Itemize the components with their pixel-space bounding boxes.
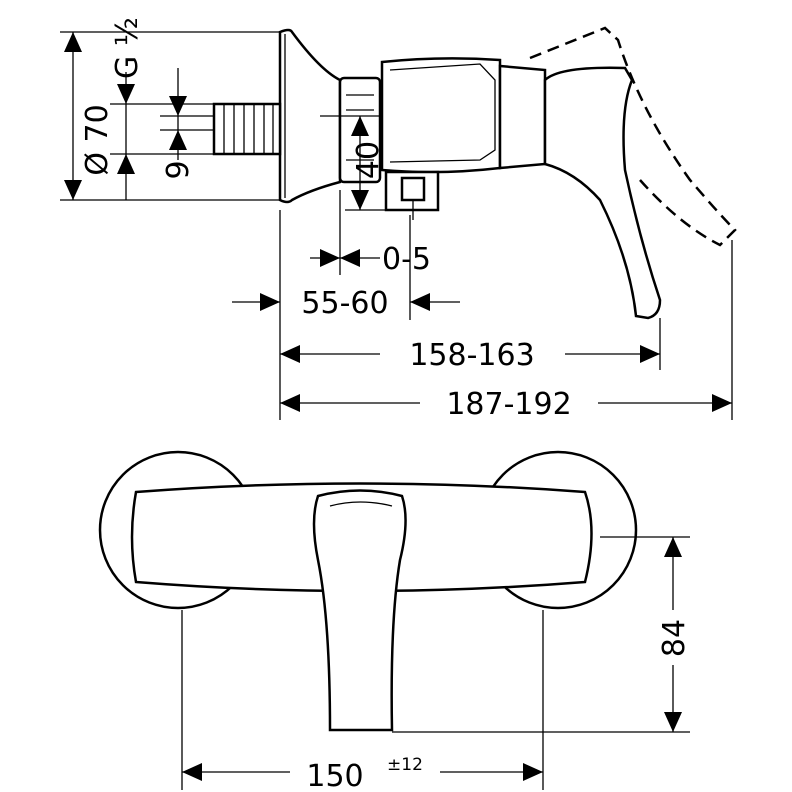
spacing-label: 150 (306, 759, 363, 792)
tolerance-label: ±12 (387, 755, 423, 775)
threaded-pipe (212, 102, 282, 156)
side-view: Ø 70 G ½ 9 40 0-5 55-60 158-163 187-192 (60, 17, 737, 422)
thread-label: G ½ (110, 17, 145, 79)
top-view: 84 150 ±12 (98, 450, 692, 792)
height-84-label: 84 (657, 619, 692, 657)
lever (543, 66, 662, 320)
lever-alt-position (529, 26, 737, 247)
lever-reach-label: 158-163 (409, 338, 534, 373)
pipe-label: 9 (161, 160, 196, 179)
lever-top (312, 489, 407, 732)
depth-label: 55-60 (301, 286, 388, 321)
height-label: 40 (351, 141, 386, 179)
total-reach-label: 187-192 (446, 387, 571, 422)
dia-label: Ø 70 (80, 104, 115, 175)
mixer-body (380, 57, 502, 174)
offset-label: 0-5 (382, 242, 431, 277)
